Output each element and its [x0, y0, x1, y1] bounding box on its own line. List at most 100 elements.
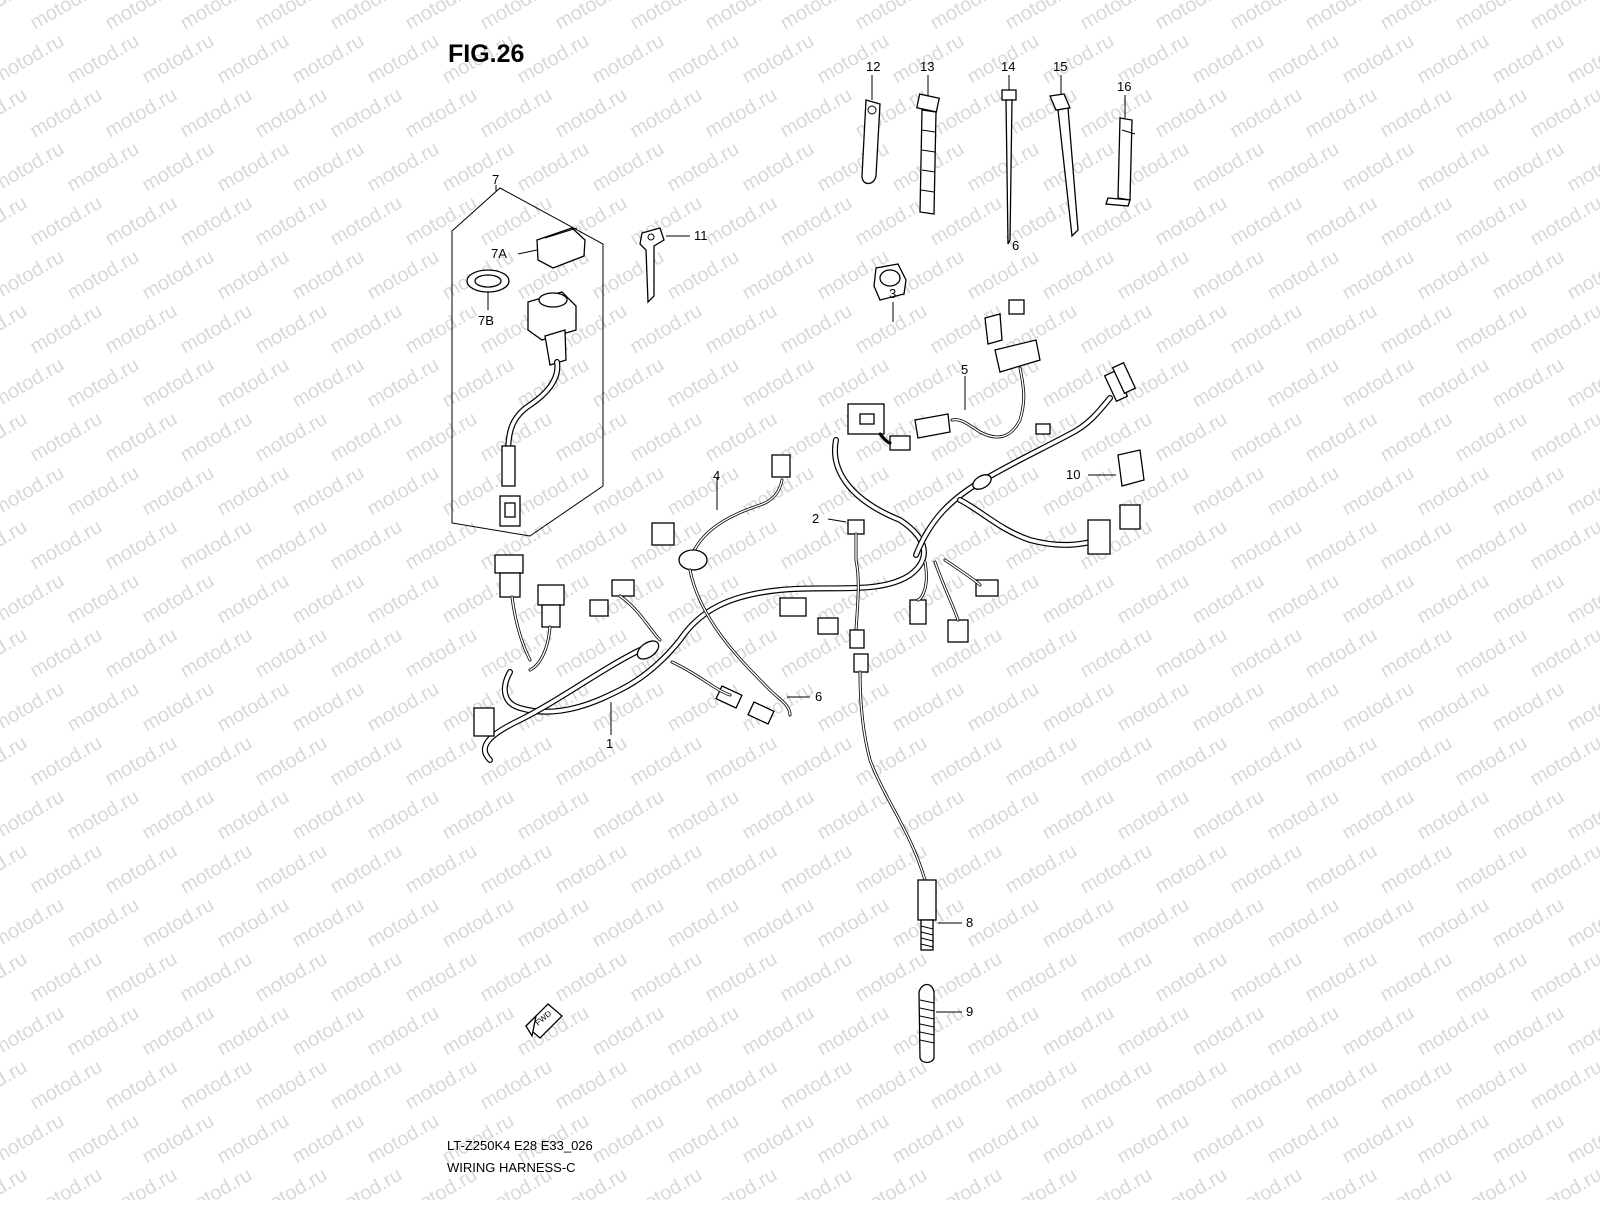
- watermark-text: motod.ru: [1377, 300, 1456, 359]
- watermark-text: motod.ru: [402, 408, 481, 467]
- watermark-text: motod.ru: [1377, 948, 1456, 1007]
- watermark-text: motod.ru: [1227, 1056, 1306, 1115]
- watermark-text: motod.ru: [364, 570, 443, 629]
- callout-10: 10: [1066, 467, 1080, 482]
- watermark-text: motod.ru: [1302, 0, 1381, 34]
- watermark-text: motod.ru: [0, 1110, 68, 1169]
- watermark-text: motod.ru: [177, 0, 256, 34]
- watermark-text: motod.ru: [702, 300, 781, 359]
- watermark-text: motod.ru: [1039, 570, 1118, 629]
- watermark-text: motod.ru: [552, 84, 631, 143]
- watermark-text: motod.ru: [0, 840, 31, 899]
- callout-8: 8: [966, 915, 973, 930]
- watermark-text: motod.ru: [702, 948, 781, 1007]
- figure-name: WIRING HARNESS-C: [447, 1160, 576, 1175]
- watermark-text: motod.ru: [1489, 30, 1568, 89]
- watermark-text: motod.ru: [927, 192, 1006, 251]
- watermark-text: motod.ru: [1452, 516, 1531, 575]
- watermark-text: motod.ru: [627, 732, 706, 791]
- watermark-text: motod.ru: [139, 30, 218, 89]
- watermark-text: motod.ru: [1152, 1056, 1231, 1115]
- watermark-text: motod.ru: [289, 894, 368, 953]
- watermark-text: motod.ru: [402, 84, 481, 143]
- watermark-text: motod.ru: [552, 840, 631, 899]
- watermark-text: motod.ru: [64, 570, 143, 629]
- watermark-text: motod.ru: [1452, 840, 1531, 899]
- watermark-text: motod.ru: [289, 678, 368, 737]
- watermark-text: motod.ru: [1189, 1002, 1268, 1061]
- watermark-text: motod.ru: [102, 84, 181, 143]
- watermark-text: motod.ru: [252, 300, 331, 359]
- watermark-text: motod.ru: [702, 84, 781, 143]
- watermark-text: motod.ru: [177, 516, 256, 575]
- watermark-text: motod.ru: [64, 1110, 143, 1169]
- watermark-text: motod.ru: [327, 300, 406, 359]
- watermark-text: motod.ru: [1527, 732, 1600, 791]
- watermark-text: motod.ru: [777, 1056, 856, 1115]
- watermark-text: motod.ru: [27, 1164, 106, 1200]
- callout-11: 11: [694, 228, 708, 243]
- watermark-text: motod.ru: [27, 948, 106, 1007]
- watermark-text: motod.ru: [139, 786, 218, 845]
- watermark-text: motod.ru: [1227, 948, 1306, 1007]
- watermark-text: motod.ru: [1564, 786, 1600, 845]
- watermark-text: motod.ru: [1189, 894, 1268, 953]
- watermark-text: motod.ru: [214, 678, 293, 737]
- watermark-text: motod.ru: [1189, 246, 1268, 305]
- watermark-text: motod.ru: [1527, 840, 1600, 899]
- watermark-text: motod.ru: [289, 354, 368, 413]
- watermark-text: motod.ru: [1302, 840, 1381, 899]
- watermark-text: motod.ru: [889, 462, 968, 521]
- watermark-text: motod.ru: [1039, 786, 1118, 845]
- watermark-text: motod.ru: [27, 0, 106, 34]
- watermark-text: motod.ru: [402, 732, 481, 791]
- watermark-text: motod.ru: [327, 1056, 406, 1115]
- watermark-text: motod.ru: [1452, 948, 1531, 1007]
- watermark-text: motod.ru: [252, 0, 331, 34]
- watermark-text: motod.ru: [252, 948, 331, 1007]
- watermark-text: motod.ru: [777, 1164, 856, 1200]
- watermark-text: motod.ru: [0, 678, 68, 737]
- part-12-clamp: [862, 75, 880, 184]
- watermark-text: motod.ru: [702, 1056, 781, 1115]
- watermark-text: motod.ru: [402, 0, 481, 34]
- watermark-text: motod.ru: [664, 786, 743, 845]
- watermark-text: motod.ru: [139, 570, 218, 629]
- watermark-text: motod.ru: [1452, 732, 1531, 791]
- watermark-text: motod.ru: [102, 300, 181, 359]
- watermark-text: motod.ru: [1339, 354, 1418, 413]
- watermark-text: motod.ru: [927, 84, 1006, 143]
- watermark-text: motod.ru: [739, 354, 818, 413]
- watermark-text: motod.ru: [664, 1110, 743, 1169]
- watermark-text: motod.ru: [1152, 84, 1231, 143]
- watermark-text: motod.ru: [27, 1056, 106, 1115]
- watermark-text: motod.ru: [327, 1164, 406, 1200]
- watermark-text: motod.ru: [327, 840, 406, 899]
- watermark-text: motod.ru: [289, 462, 368, 521]
- watermark-text: motod.ru: [214, 138, 293, 197]
- watermark-text: motod.ru: [1452, 300, 1531, 359]
- watermark-text: motod.ru: [1452, 192, 1531, 251]
- watermark-text: motod.ru: [927, 1056, 1006, 1115]
- watermark-text: motod.ru: [1152, 192, 1231, 251]
- watermark-text: motod.ru: [364, 462, 443, 521]
- part-7-sleeve: [502, 446, 515, 486]
- watermark-text: motod.ru: [477, 1056, 556, 1115]
- callout-4: 4: [713, 468, 720, 483]
- watermark-text: motod.ru: [0, 300, 31, 359]
- watermark-text: motod.ru: [814, 1002, 893, 1061]
- watermark-text: motod.ru: [1564, 570, 1600, 629]
- watermark-text: motod.ru: [1452, 84, 1531, 143]
- watermark-text: motod.ru: [1039, 894, 1118, 953]
- watermark-text: motod.ru: [1339, 1002, 1418, 1061]
- watermark-text: motod.ru: [0, 138, 68, 197]
- watermark-text: motod.ru: [1414, 138, 1493, 197]
- watermark-text: motod.ru: [964, 570, 1043, 629]
- watermark-text: motod.ru: [402, 516, 481, 575]
- watermark-text: motod.ru: [964, 1110, 1043, 1169]
- watermark-text: motod.ru: [139, 138, 218, 197]
- watermark-text: motod.ru: [27, 408, 106, 467]
- watermark-text: motod.ru: [214, 786, 293, 845]
- watermark-text: motod.ru: [252, 1164, 331, 1200]
